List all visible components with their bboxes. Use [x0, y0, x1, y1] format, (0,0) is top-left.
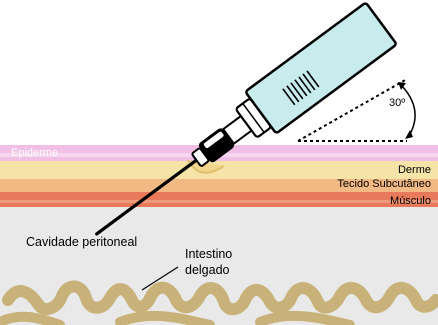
intestine-label-line1: Intestino — [185, 248, 232, 261]
muscle-label: Músculo — [390, 196, 431, 208]
angle-label: 30º — [389, 98, 405, 110]
muscle-layer — [0, 192, 438, 207]
syringe-barrel — [245, 2, 397, 133]
intestine-label-line2: delgado — [185, 264, 230, 277]
subcutaneous-tissue-label: Tecido Subcutâneo — [337, 179, 431, 191]
derme-label: Derme — [398, 165, 431, 177]
muscle-shade — [0, 200, 438, 203]
peritoneal-cavity-label: Cavidade peritoneal — [26, 236, 137, 249]
angle-arc — [402, 86, 415, 136]
epiderme-label: Epiderme — [11, 148, 58, 160]
